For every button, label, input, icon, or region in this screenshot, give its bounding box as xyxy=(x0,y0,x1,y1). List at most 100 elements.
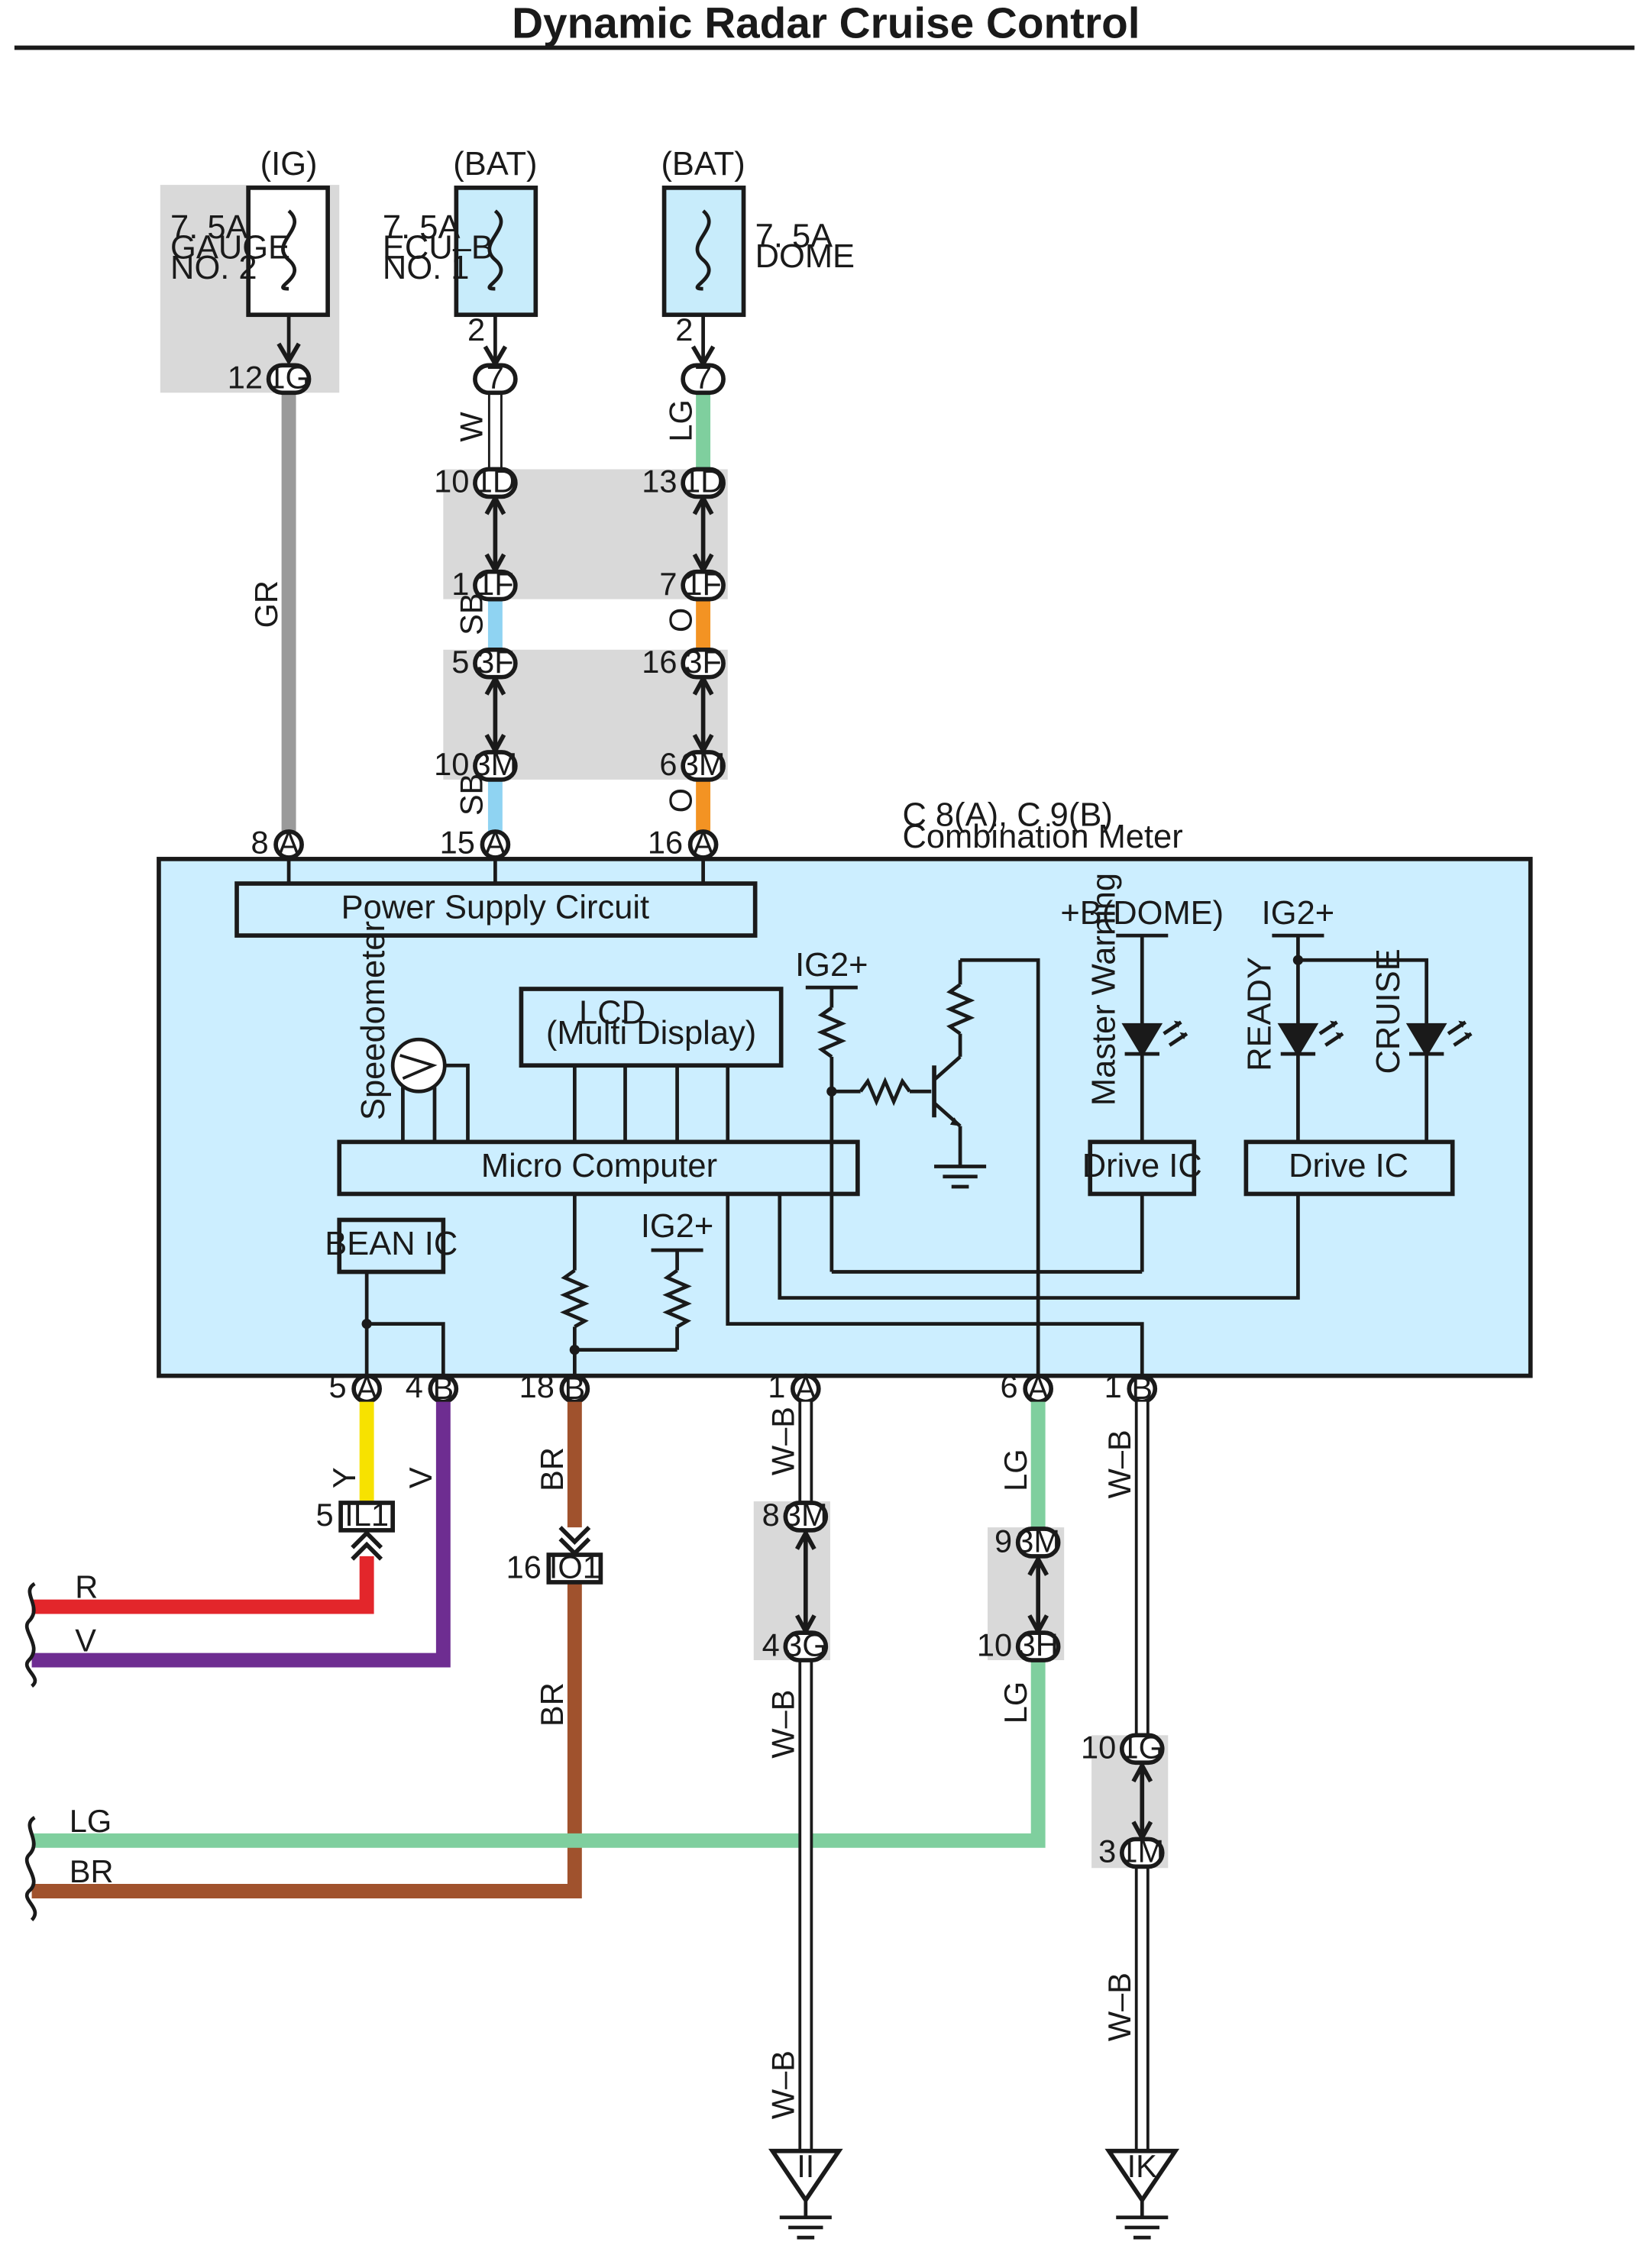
svg-text:IL1: IL1 xyxy=(344,1497,389,1533)
svg-text:A: A xyxy=(693,825,714,861)
svg-text:A: A xyxy=(356,1370,377,1406)
meter-top-pin-1: A 8 xyxy=(251,824,304,884)
svg-text:10: 10 xyxy=(434,464,469,499)
drive-ic-2-label: Drive IC xyxy=(1289,1148,1408,1184)
svg-text:A: A xyxy=(1027,1370,1049,1406)
svg-text:1: 1 xyxy=(1104,1368,1122,1404)
svg-text:3H: 3H xyxy=(1018,1627,1059,1662)
wire-label-w: W xyxy=(453,412,489,442)
meter-bottom-pin-1: A 5 xyxy=(329,1368,382,1406)
wire-label-lg2: LG xyxy=(998,1682,1033,1724)
bean-ic xyxy=(337,1217,446,1275)
ecub-fuse-pin: 2 xyxy=(467,312,485,347)
dome-fuse-supply: (BAT) xyxy=(661,146,745,183)
micro-computer-lines xyxy=(560,1194,1300,1376)
drive-ic-1 xyxy=(1088,1139,1197,1197)
meter-bottom-pin-3: B 18 xyxy=(519,1368,590,1406)
dome-fuse-rating: 7. 5A xyxy=(755,218,833,254)
speedometer-icon xyxy=(390,1037,470,1142)
svg-text:B: B xyxy=(432,1370,454,1406)
svg-text:10: 10 xyxy=(1081,1730,1116,1766)
wire-label-gr: GR xyxy=(248,580,284,628)
wire-label-wb5: W–B xyxy=(1101,1972,1137,2041)
wire-label-v: V xyxy=(403,1467,438,1488)
wire-lg-2 xyxy=(31,1660,1046,1848)
meter-top-pin-3: A 16 xyxy=(648,824,719,884)
svg-text:7: 7 xyxy=(694,360,712,396)
connector-1f-b: 1F 7 xyxy=(659,566,726,602)
gauge-fuse-name2: NO. 2 xyxy=(170,250,257,286)
connector-1g-bottom: 1G 10 xyxy=(1081,1730,1165,1766)
ig2-label-a: IG2+ xyxy=(795,947,868,984)
svg-text:1D: 1D xyxy=(475,464,516,499)
svg-text:7: 7 xyxy=(659,566,677,602)
bdome-label: +B(DOME) xyxy=(1060,895,1224,932)
gauge-fuse-rating: 7. 5A xyxy=(170,209,248,246)
connector-io1: IO1 16 xyxy=(506,1526,603,1585)
svg-text:IO1: IO1 xyxy=(549,1549,600,1585)
wire-label-wb2: W–B xyxy=(765,1689,801,1758)
connector-3m-wb: 3M 8 xyxy=(762,1497,829,1533)
svg-text:8: 8 xyxy=(762,1497,780,1533)
wire-label-left-v: V xyxy=(75,1623,96,1659)
svg-text:6: 6 xyxy=(1001,1368,1018,1404)
ecub-fuse-supply: (BAT) xyxy=(453,146,537,183)
svg-text:4: 4 xyxy=(406,1368,423,1404)
micro-computer-label: Micro Computer xyxy=(481,1148,717,1184)
meter-top-pin-2: A 15 xyxy=(440,824,511,884)
wire-break-marks xyxy=(25,1581,37,1921)
lcd-label: LCD xyxy=(579,994,645,1031)
lcd-bus-lines xyxy=(572,1065,730,1142)
wire-label-o1: O xyxy=(662,608,698,632)
connector-1d-a: 1D 10 xyxy=(434,464,518,499)
gauge-fuse-supply: (IG) xyxy=(260,146,318,183)
meter-bottom-pin-6: B 1 xyxy=(1104,1368,1158,1406)
gauge-fuse-name1: GAUGE xyxy=(170,230,290,267)
connector-ecub-7: 7 xyxy=(473,360,518,396)
junction-dot-ready xyxy=(1292,955,1304,965)
svg-text:8: 8 xyxy=(251,824,268,860)
meter-name: Combination Meter xyxy=(902,819,1182,855)
svg-text:1: 1 xyxy=(451,566,469,602)
svg-text:13: 13 xyxy=(642,464,677,499)
drive-ic-2 xyxy=(1243,1139,1455,1197)
svg-text:3F: 3F xyxy=(684,644,722,680)
svg-text:16: 16 xyxy=(648,824,683,860)
wire-v xyxy=(31,1401,451,1668)
wire-label-wb3: W–B xyxy=(765,2050,801,2119)
junction-dot-transistor xyxy=(826,1086,837,1097)
wire-label-lg1: LG xyxy=(998,1449,1033,1491)
svg-text:18: 18 xyxy=(519,1368,555,1404)
bean-ic-label: BEAN IC xyxy=(325,1226,458,1262)
connector-3f-a: 3F 5 xyxy=(451,644,518,680)
svg-text:II: II xyxy=(797,2148,814,2184)
gauge-fuse-element-icon xyxy=(281,209,296,291)
dome-fuse xyxy=(661,186,746,318)
connector-1f-a: 1F 1 xyxy=(451,566,518,602)
dome-fuse-element-icon xyxy=(695,209,711,291)
svg-text:9: 9 xyxy=(994,1523,1012,1559)
svg-text:3M: 3M xyxy=(681,746,726,782)
page-title: Dynamic Radar Cruise Control xyxy=(512,0,1140,47)
svg-text:4: 4 xyxy=(762,1627,780,1662)
wire-label-left-r: R xyxy=(75,1569,98,1605)
svg-text:1: 1 xyxy=(768,1368,785,1404)
connector-3g: 3G 4 xyxy=(762,1627,829,1662)
svg-text:A: A xyxy=(485,825,506,861)
power-supply-circuit xyxy=(234,881,758,938)
svg-text:5: 5 xyxy=(316,1497,334,1533)
svg-text:7: 7 xyxy=(487,360,504,396)
wire-label-left-br: BR xyxy=(70,1853,114,1889)
ecub-fuse-element-icon xyxy=(487,209,503,291)
svg-text:A: A xyxy=(278,825,299,861)
svg-text:12: 12 xyxy=(228,360,263,396)
svg-text:3: 3 xyxy=(1098,1833,1116,1869)
svg-text:10: 10 xyxy=(977,1627,1012,1662)
ecub-fuse-name1: ECU–B xyxy=(383,230,493,267)
lcd-label-2: (Multi Display) xyxy=(546,1015,756,1052)
meter-bottom-pin-4: A 1 xyxy=(768,1368,821,1406)
svg-text:16: 16 xyxy=(506,1549,542,1585)
svg-text:IK: IK xyxy=(1127,2148,1158,2184)
power-supply-label: Power Supply Circuit xyxy=(341,889,649,926)
